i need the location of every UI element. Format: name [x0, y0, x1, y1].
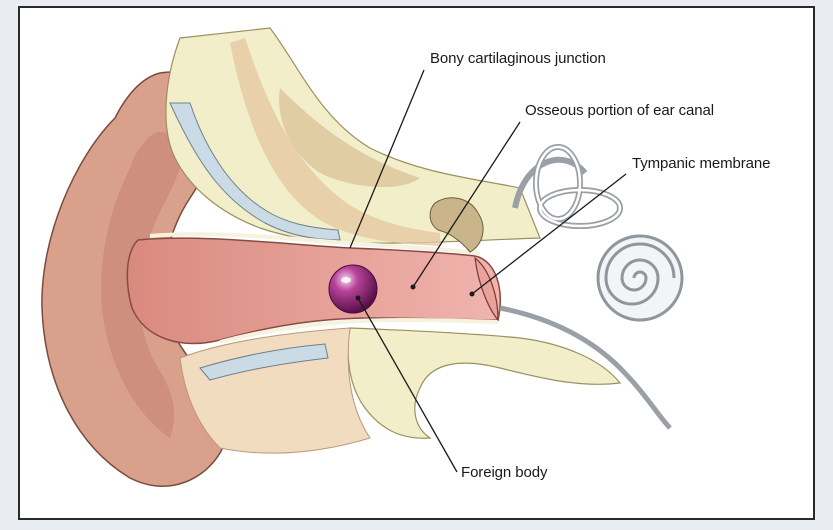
- diagram-frame: Bony cartilaginous junction Osseous port…: [18, 6, 815, 520]
- label-osseous-portion: Osseous portion of ear canal: [525, 102, 714, 119]
- label-foreign-body: Foreign body: [461, 464, 547, 481]
- cochlea: [598, 236, 682, 320]
- foreign-body-sphere: [329, 265, 377, 313]
- ear-anatomy-illustration: [20, 8, 815, 520]
- lower-temporal-bone: [348, 328, 620, 438]
- label-tympanic-membrane: Tympanic membrane: [632, 155, 770, 172]
- label-bony-cartilaginous-junction: Bony cartilaginous junction: [430, 50, 606, 67]
- ear-canal: [127, 238, 500, 343]
- lower-soft-tissue: [180, 328, 370, 453]
